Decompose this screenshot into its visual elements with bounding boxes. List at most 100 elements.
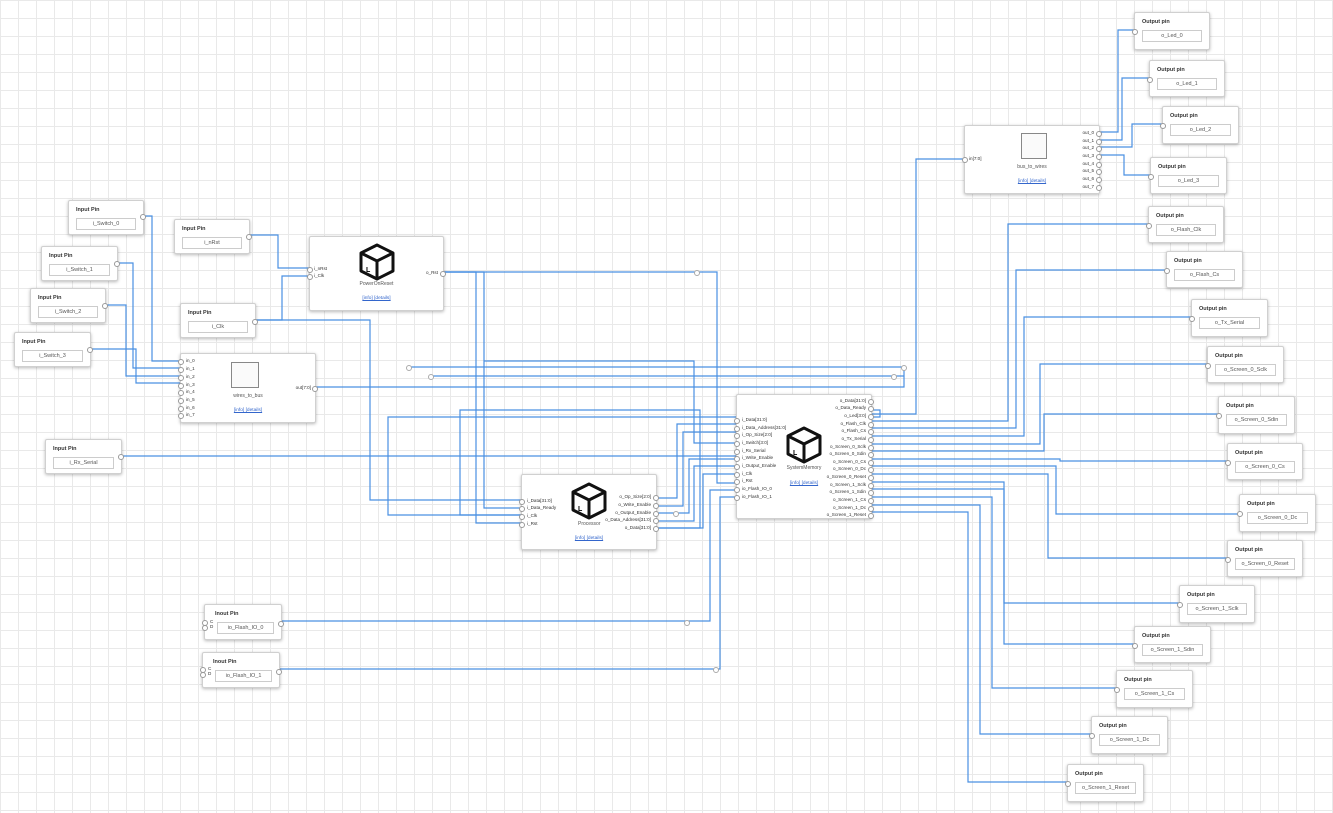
output-pin-o-led-2[interactable]: Output pin o_Led_2 [1160,106,1239,144]
port-i-data-ready[interactable] [519,506,525,512]
wire-3[interactable] [91,348,180,384]
output-pin-o-screen-0-dc[interactable]: Output pin o_Screen_0_Dc [1237,494,1316,532]
port-out-0[interactable] [1096,131,1102,137]
wire-39[interactable] [872,496,1116,689]
wire-5[interactable] [256,275,309,321]
output-pin-o-screen-1-dc[interactable]: Output pin o_Screen_1_Dc [1089,716,1168,754]
port-in-7[interactable] [178,413,184,419]
pin-d-port[interactable] [200,672,206,678]
pin-output-port[interactable] [278,621,284,627]
port-i-data[interactable] [519,499,525,505]
port-o-screen-1-sclk[interactable] [868,483,874,489]
wire-bend-handle[interactable] [673,511,679,517]
wire-11[interactable] [444,271,521,524]
wire-4[interactable] [250,234,309,269]
port-out-bus[interactable] [312,386,318,392]
wire-38[interactable] [872,488,1134,645]
component-processor[interactable]: i_Data[31:0] i_Data_Ready i_Clk i_Rst o_… [519,474,659,550]
pin-d-port[interactable] [202,625,208,631]
port-o-output-enable[interactable] [653,511,659,517]
port-i-write-enable[interactable] [734,456,740,462]
port-out-1[interactable] [1096,139,1102,145]
port-out-5[interactable] [1096,169,1102,175]
port-o-led[interactable] [868,414,874,420]
port-o-tx-serial[interactable] [868,437,874,443]
wire-10[interactable] [444,271,521,509]
pin-output-port[interactable] [102,303,108,309]
port-i-rst[interactable] [519,522,525,528]
port-out-4[interactable] [1096,162,1102,168]
port-io-flash-io-0[interactable] [734,487,740,493]
port-o-op-size[interactable] [653,495,659,501]
wire-bend-handle[interactable] [406,365,412,371]
output-pin-o-screen-1-cs[interactable]: Output pin o_Screen_1_Cs [1114,670,1193,708]
pin-input-port[interactable] [1177,602,1183,608]
pin-input-port[interactable] [1146,223,1152,229]
pin-input-port[interactable] [1160,123,1166,129]
wire-24[interactable] [872,158,964,415]
wire-bend-handle[interactable] [891,374,897,380]
port-o-screen-0-cs[interactable] [868,460,874,466]
port-o-screen-1-sdin[interactable] [868,490,874,496]
pin-output-port[interactable] [140,214,146,220]
wire-2[interactable] [106,304,180,377]
wire-bend-handle[interactable] [428,374,434,380]
wire-16[interactable] [656,431,736,507]
output-pin-o-screen-0-reset[interactable]: Output pin o_Screen_0_Reset [1225,540,1303,577]
pin-input-port[interactable] [1164,268,1170,274]
wire-bend-handle[interactable] [713,667,719,673]
wire-37[interactable] [872,481,1179,604]
output-pin-o-led-0[interactable]: Output pin o_Led_0 [1132,12,1210,50]
pin-input-port[interactable] [1225,460,1231,466]
port-o-data[interactable] [868,399,874,405]
port-in-1[interactable] [178,367,184,373]
port-o-data-ready[interactable] [868,406,874,412]
wire-17[interactable] [656,458,736,514]
wire-22[interactable] [280,496,736,670]
wire-15[interactable] [656,423,736,499]
pin-input-port[interactable] [1189,316,1195,322]
inout-pin-io-flash-io-1[interactable]: Inout Pin io_Flash_IO_1 C D [200,652,282,688]
wire-34[interactable] [872,458,1227,462]
pin-output-port[interactable] [87,347,93,353]
wire-bend-handle[interactable] [694,270,700,276]
wire-36[interactable] [872,473,1227,559]
output-pin-o-flash-clk[interactable]: Output pin o_Flash_Clk [1146,206,1224,243]
port-o-data[interactable] [653,526,659,532]
wire-33[interactable] [872,413,1218,452]
port-io-flash-io-1[interactable] [734,495,740,501]
input-pin-i-switch-1[interactable]: Input Pin i_Switch_1 [41,246,120,281]
port-out-3[interactable] [1096,154,1102,160]
wire-bend-handle[interactable] [901,365,907,371]
pin-output-port[interactable] [114,261,120,267]
output-pin-o-screen-0-cs[interactable]: Output pin o_Screen_0_Cs [1225,443,1303,480]
info-details-link[interactable]: [info] [details] [789,481,819,486]
output-pin-o-led-3[interactable]: Output pin o_Led_3 [1148,157,1227,194]
wire-35[interactable] [872,465,1239,515]
wire-7[interactable] [316,367,905,388]
output-pin-o-led-1[interactable]: Output pin o_Led_1 [1147,60,1225,97]
pin-input-port[interactable] [1089,733,1095,739]
wire-31[interactable] [872,316,1191,437]
output-pin-o-screen-1-sdin[interactable]: Output pin o_Screen_1_Sdin [1132,626,1211,663]
port-i-rx-serial[interactable] [734,449,740,455]
info-details-link[interactable]: [info] [details] [574,536,604,541]
pin-output-port[interactable] [246,234,252,240]
wire-41[interactable] [872,511,1067,783]
pin-input-port[interactable] [1065,781,1071,787]
wire-40[interactable] [872,504,1091,735]
port-o-write-enable[interactable] [653,503,659,509]
wire-26[interactable] [1100,77,1149,141]
wire-28[interactable] [1100,154,1150,176]
component-bus-to-wires[interactable]: in[7:0] out_0 out_1 out_2 out_3 out_4 ou… [962,125,1102,194]
port-o-rst[interactable] [440,271,446,277]
pin-output-port[interactable] [118,454,124,460]
port-out-7[interactable] [1096,185,1102,191]
pin-input-port[interactable] [1114,687,1120,693]
pin-input-port[interactable] [1205,363,1211,369]
wire-18[interactable] [656,465,736,522]
pin-input-port[interactable] [1216,413,1222,419]
port-i-clk[interactable] [307,274,313,280]
output-pin-o-screen-0-sclk[interactable]: Output pin o_Screen_0_Sclk [1205,346,1284,383]
pin-input-port[interactable] [1148,174,1154,180]
